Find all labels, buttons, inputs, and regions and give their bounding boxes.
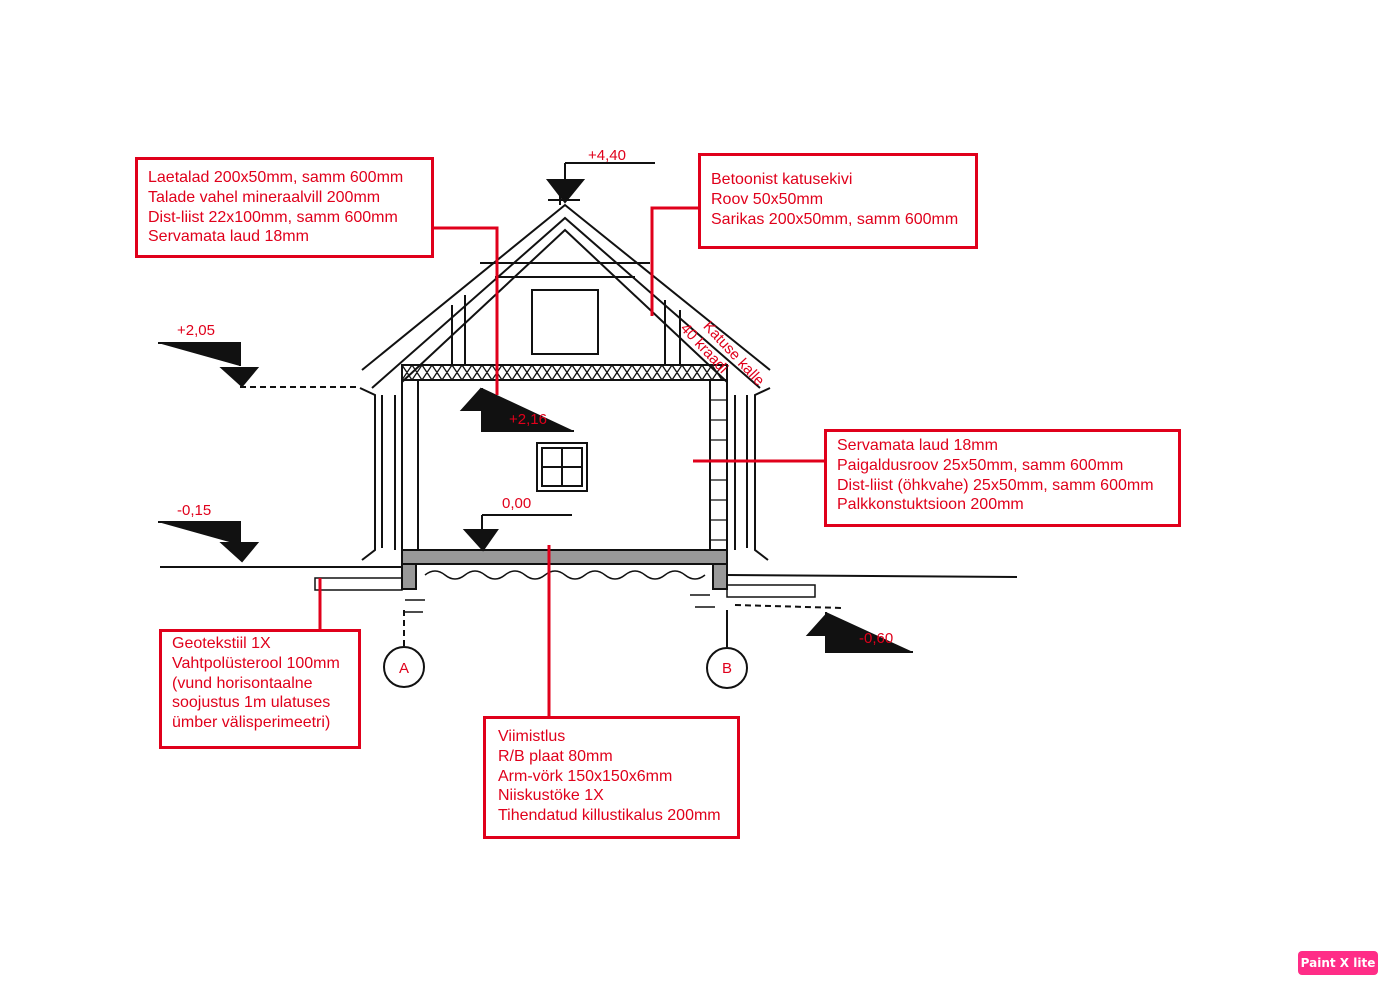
callout-line: Dist-liist (öhkvahe) 25x50mm, samm 600mm (837, 476, 1154, 494)
callout-line: Laetalad 200x50mm, samm 600mm (148, 169, 404, 186)
axis-b-marker (706, 647, 748, 689)
callout-line: Geotekstiil 1X (172, 635, 271, 652)
wall-window (536, 442, 588, 492)
callout-line: Viimistlus (498, 728, 566, 745)
paint-x-lite-badge[interactable]: Paint X lite (1298, 951, 1378, 975)
callout-line: Betoonist katusekivi (711, 171, 853, 188)
callout-line: Roov 50x50mm (711, 190, 824, 208)
callout-line: Servamata laud 18mm (837, 437, 998, 454)
callout-line: Sarikas 200x50mm, samm 600mm (711, 210, 959, 228)
foundation (160, 386, 1018, 647)
callout-line: Vahtpolüsterool 100mm (172, 654, 340, 672)
gable-window (531, 289, 599, 355)
callout-line: Servamata laud 18mm (148, 228, 309, 246)
callout-line: Niiskustöke 1X (498, 787, 604, 805)
callout-roof: Betoonist katusekivi Roov 50x50mm Sarika… (698, 153, 978, 249)
callout-line: ümber välisperimeetri) (172, 714, 331, 732)
callout-floor: Viimistlus R/B plaat 80mm Arm-vörk 150x1… (483, 716, 740, 839)
walls (359, 379, 771, 561)
callout-line: Talade vahel mineraalvill 200mm (148, 188, 381, 206)
callout-ceiling: Laetalad 200x50mm, samm 600mm Talade vah… (135, 157, 434, 258)
callout-line: soojustus 1m ulatuses (172, 694, 331, 712)
axis-markers: A B (383, 646, 748, 689)
level-eave: +2,05 (177, 322, 215, 339)
level-ceiling: +2,16 (509, 411, 547, 428)
callout-line: Dist-liist 22x100mm, samm 600mm (148, 208, 398, 226)
callout-insulation: Geotekstiil 1X Vahtpolüsterool 100mm (vu… (159, 629, 361, 749)
level-floor: 0,00 (502, 495, 532, 512)
ceiling-insulation (401, 364, 728, 381)
callout-wall: Servamata laud 18mm Paigaldusroov 25x50m… (824, 429, 1181, 527)
callout-line: Tihendatud killustikalus 200mm (498, 807, 721, 825)
callout-line: Arm-vörk 150x150x6mm (498, 767, 673, 785)
callout-line: Paigaldusroov 25x50mm, samm 600mm (837, 456, 1124, 474)
roof (361, 195, 771, 389)
leader-lines (318, 206, 824, 716)
callout-line: (vund horisontaalne (172, 674, 313, 692)
callout-line: Palkkonstuktsioon 200mm (837, 496, 1024, 514)
callout-line: R/B plaat 80mm (498, 747, 613, 765)
axis-a-marker (383, 646, 425, 688)
axis-b-label: B (722, 660, 732, 677)
level-foundation: -0,60 (859, 630, 894, 647)
axis-a-label: A (399, 660, 409, 677)
level-ridge: +4,40 (588, 147, 626, 164)
level-markers (158, 162, 913, 653)
level-ground: -0,15 (177, 502, 212, 519)
